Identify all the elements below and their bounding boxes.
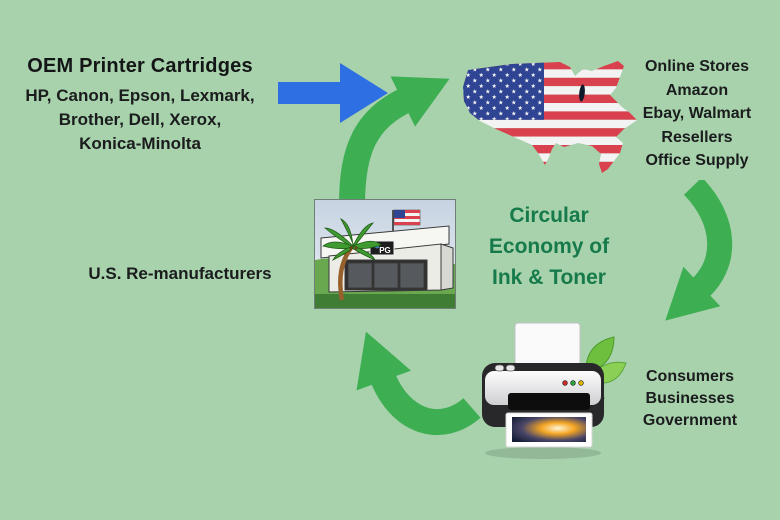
sales-channel-line: Ebay, Walmart [642,105,752,122]
green-arrow-market-to-consumers-icon [665,180,733,321]
sign-text: PG [379,246,391,255]
diagram-title-line: Economy of [488,235,610,258]
sales-channel-line: Office Supply [645,152,749,169]
diagram-title: Circular Economy of Ink & Toner [470,200,628,293]
usa-flag-map-icon [463,61,637,173]
diagram-title-line: Circular [509,204,589,227]
consumer-line: Consumers [645,368,735,385]
green-arrow-remanufacturer-to-market-icon [339,76,450,206]
status-lights [562,380,584,386]
lake-michigan-mark [579,84,585,102]
oem-text-block: OEM Printer Cartridges HP, Canon, Epson,… [0,55,280,156]
blue-right-arrow-icon [278,63,388,123]
oem-brands-line: HP, Canon, Epson, Lexmark, [25,86,255,105]
sales-channel-line: Amazon [665,81,729,99]
flag-fill [463,61,637,173]
eco-printer-illustration [482,322,627,459]
consumers-text-block: Consumers Businesses Government [610,366,770,432]
sales-channel-line: Online Stores [644,58,750,75]
remanufacturer-building-illustration: PG [314,199,456,309]
paper-slot [508,393,590,410]
sales-channels-text-block: Online Stores Amazon Ebay, Walmart Resel… [617,55,777,173]
remanufacturers-label: U.S. Re-manufacturers [88,264,272,283]
printer-buttons [494,364,516,372]
consumer-line: Government [642,412,738,429]
oem-brands-line: Konica-Minolta [79,134,201,153]
printer-shadow [485,447,601,459]
oem-brands-line: Brother, Dell, Xerox, [58,110,222,129]
sales-channel-line: Resellers [661,128,733,146]
printed-photo [505,412,593,448]
consumer-line: Businesses [645,390,735,407]
palm-tree-icon [322,218,382,301]
diagram-title-line: Ink & Toner [492,266,606,289]
oem-title: OEM Printer Cartridges [27,55,253,77]
green-arrow-consumers-to-remanufacturer-icon [356,331,481,436]
